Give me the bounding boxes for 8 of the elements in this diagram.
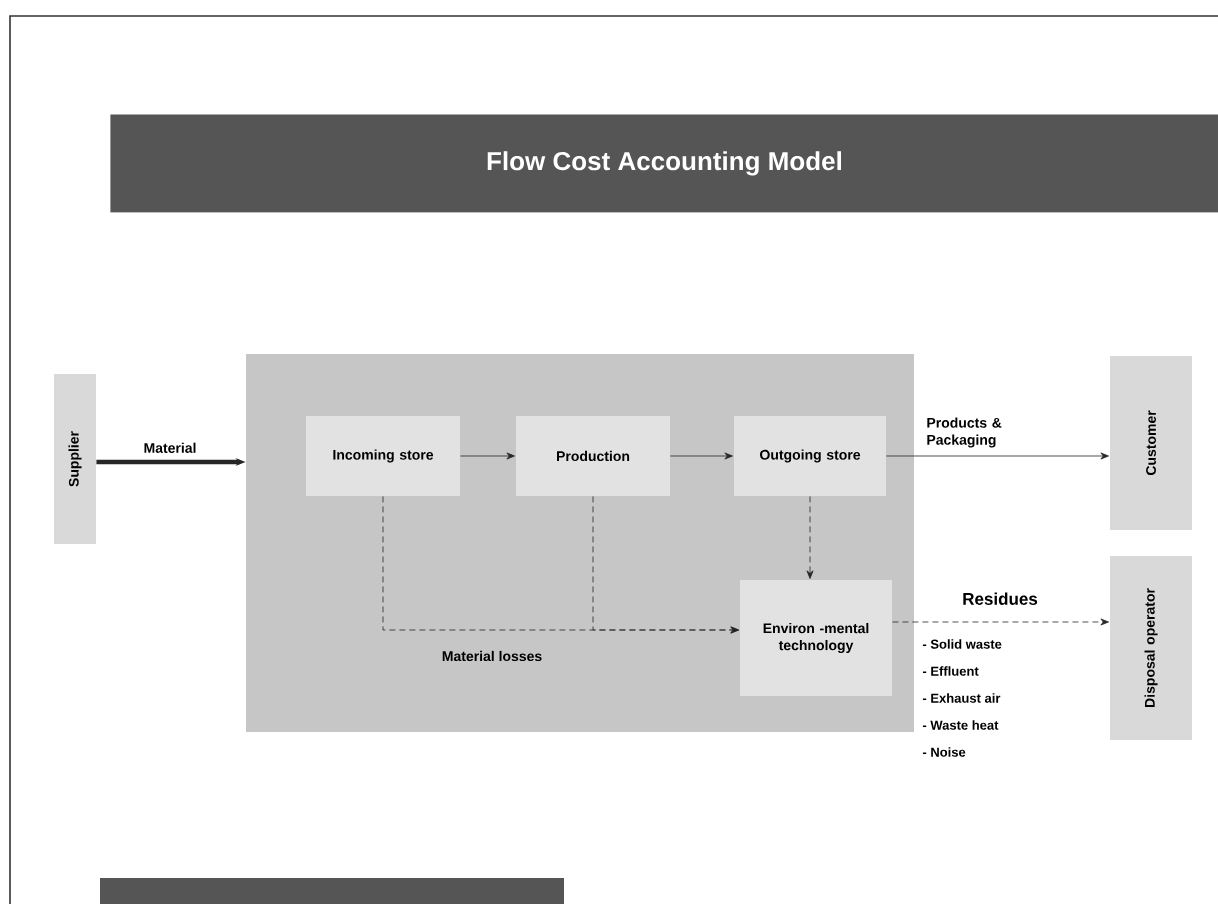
arrow <box>460 452 515 460</box>
arrow <box>892 618 1109 626</box>
edge-label: Residues <box>963 592 1038 605</box>
arrow <box>670 452 733 460</box>
arrow <box>592 496 739 634</box>
arrow <box>806 496 814 579</box>
arrow <box>886 452 1109 460</box>
title-bar: Flow Cost Accounting Model <box>110 114 1218 213</box>
